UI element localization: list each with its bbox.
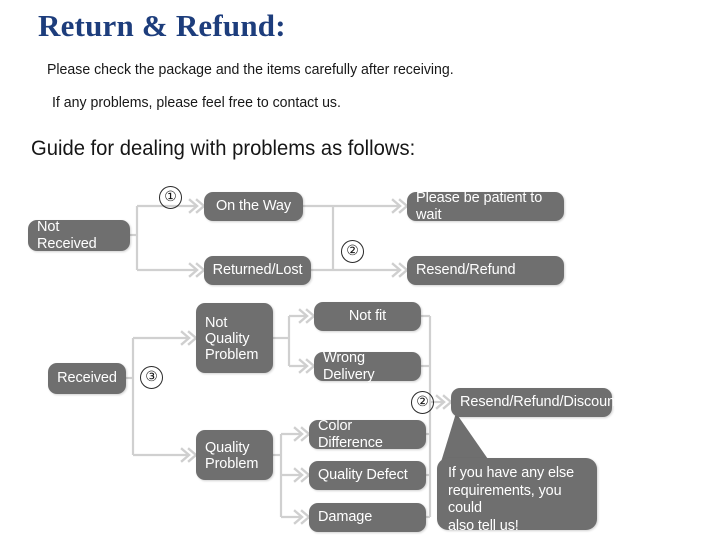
step-number-1-label: ① xyxy=(164,189,177,205)
node-received-label: Received xyxy=(57,370,117,387)
node-quality-defect-label: Quality Defect xyxy=(318,467,408,484)
step-number-3-label: ③ xyxy=(145,369,158,385)
node-returned-lost[interactable]: Returned/Lost xyxy=(204,256,311,285)
node-please-be-patient-label: Please be patient to wait xyxy=(416,190,543,223)
node-not-quality-problem-label: Not Quality Problem xyxy=(205,314,259,364)
intro-line-2: If any problems, please feel free to con… xyxy=(52,94,341,111)
node-not-fit[interactable]: Not fit xyxy=(314,302,421,331)
node-quality-problem-label: Quality Problem xyxy=(205,439,259,472)
speech-bubble-extra-requirements[interactable]: If you have any else requirements, you c… xyxy=(437,458,597,534)
step-number-2-top-label: ② xyxy=(346,243,359,259)
node-quality-defect[interactable]: Quality Defect xyxy=(309,461,426,490)
node-not-received-label: Not Received xyxy=(37,219,97,252)
node-not-received[interactable]: Not Received xyxy=(28,219,130,252)
node-damage[interactable]: Damage xyxy=(309,503,426,532)
node-resend-refund-label: Resend/Refund xyxy=(416,262,516,279)
node-on-the-way[interactable]: On the Way xyxy=(204,192,303,221)
node-resend-refund-discount-label: Resend/Refund/Discount xyxy=(460,394,620,411)
step-number-2-bottom: ② xyxy=(411,391,434,414)
intro-line-1: Please check the package and the items c… xyxy=(47,61,454,78)
speech-bubble-line-2: requirements, you could xyxy=(448,482,562,517)
node-not-quality-problem[interactable]: Not Quality Problem xyxy=(196,303,273,373)
node-resend-refund[interactable]: Resend/Refund xyxy=(407,256,564,285)
node-returned-lost-label: Returned/Lost xyxy=(212,262,303,279)
node-quality-problem[interactable]: Quality Problem xyxy=(196,430,273,480)
speech-bubble-line-3: also tell us! xyxy=(448,517,519,534)
page-title: Return & Refund: xyxy=(38,8,286,43)
node-color-difference[interactable]: Color Difference xyxy=(309,418,426,451)
node-wrong-delivery-label: Wrong Delivery xyxy=(323,350,375,383)
node-resend-refund-discount[interactable]: Resend/Refund/Discount xyxy=(451,388,619,417)
node-damage-label: Damage xyxy=(318,509,373,526)
step-number-2-bottom-label: ② xyxy=(416,394,429,410)
step-number-3: ③ xyxy=(140,366,163,389)
node-color-difference-label: Color Difference xyxy=(318,418,383,451)
step-number-2-top: ② xyxy=(341,240,364,263)
node-received[interactable]: Received xyxy=(48,363,126,394)
guide-heading: Guide for dealing with problems as follo… xyxy=(31,136,416,160)
node-on-the-way-label: On the Way xyxy=(215,198,292,215)
step-number-1: ① xyxy=(159,186,182,209)
node-wrong-delivery[interactable]: Wrong Delivery xyxy=(314,350,421,383)
node-not-fit-label: Not fit xyxy=(348,308,387,325)
node-please-be-patient-to-wait[interactable]: Please be patient to wait xyxy=(407,190,564,223)
speech-bubble-line-1: If you have any else xyxy=(448,465,574,481)
